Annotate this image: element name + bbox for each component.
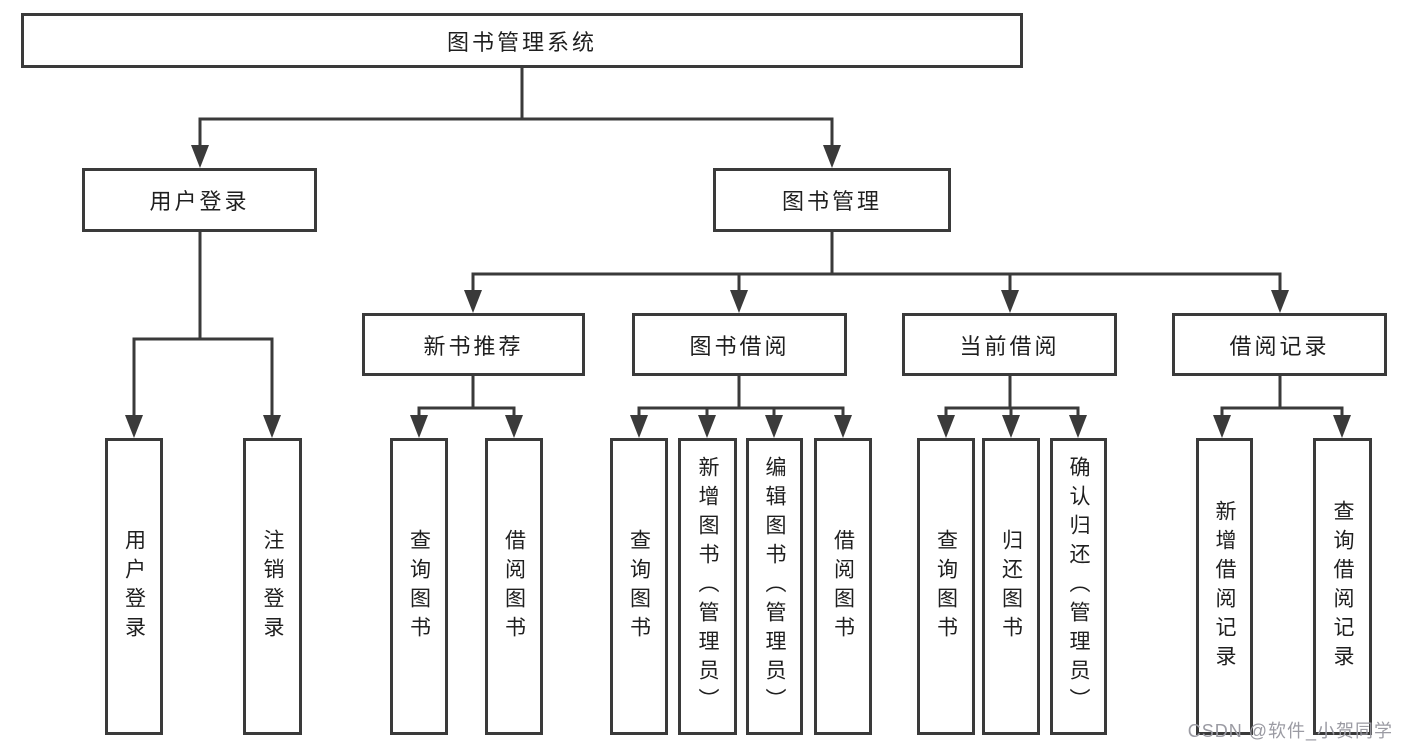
node-label: 确认归还（管理员） — [1067, 456, 1090, 717]
leaf-current-confirm-return-admin: 确认归还（管理员） — [1050, 438, 1107, 735]
leaf-borrow-borrow-books: 借阅图书 — [814, 438, 872, 735]
node-label: 查询图书 — [407, 528, 431, 645]
node-label: 借阅图书 — [831, 528, 855, 645]
node-current-borrowing: 当前借阅 — [902, 313, 1117, 376]
node-library-management-system: 图书管理系统 — [21, 13, 1023, 68]
leaf-borrow-edit-books-admin: 编辑图书（管理员） — [746, 438, 803, 735]
arrowhead-icons — [125, 145, 1351, 438]
node-label: 编辑图书（管理员） — [763, 456, 786, 717]
leaf-current-query-books: 查询图书 — [917, 438, 975, 735]
node-book-management: 图书管理 — [713, 168, 951, 232]
node-label: 归还图书 — [999, 528, 1023, 645]
leaf-current-return-books: 归还图书 — [982, 438, 1040, 735]
node-label: 查询图书 — [627, 528, 651, 645]
node-user-login: 用户登录 — [82, 168, 317, 232]
node-label: 用户登录 — [149, 189, 250, 214]
leaf-user-login: 用户登录 — [105, 438, 163, 735]
watermark: CSDN @软件_小贺同学 — [1187, 721, 1393, 741]
node-label: 图书管理 — [781, 189, 882, 214]
leaf-logout: 注销登录 — [243, 438, 302, 735]
node-label: 注销登录 — [261, 528, 284, 645]
leaf-borrow-add-books-admin: 新增图书（管理员） — [678, 438, 737, 735]
node-label: 借阅图书 — [502, 528, 526, 645]
node-label: 用户登录 — [122, 528, 146, 645]
node-label: 新增图书（管理员） — [696, 456, 719, 717]
node-book-borrowing: 图书借阅 — [632, 313, 847, 376]
node-borrowing-records: 借阅记录 — [1172, 313, 1387, 376]
leaf-recommend-borrow-books: 借阅图书 — [485, 438, 543, 735]
leaf-recommend-query-books: 查询图书 — [390, 438, 448, 735]
leaf-records-add-borrow-record: 新增借阅记录 — [1196, 438, 1253, 735]
node-label: 图书管理系统 — [446, 29, 597, 55]
leaf-records-query-borrow-record: 查询借阅记录 — [1313, 438, 1372, 735]
node-label: 借阅记录 — [1229, 333, 1330, 359]
node-label: 查询图书 — [934, 528, 958, 645]
node-new-book-recommendation: 新书推荐 — [362, 313, 585, 376]
node-label: 查询借阅记录 — [1331, 499, 1354, 674]
node-label: 图书借阅 — [689, 333, 790, 359]
node-label: 当前借阅 — [959, 333, 1060, 359]
node-label: 新增借阅记录 — [1213, 499, 1236, 674]
leaf-borrow-query-books: 查询图书 — [610, 438, 668, 735]
node-label: 新书推荐 — [423, 333, 524, 359]
